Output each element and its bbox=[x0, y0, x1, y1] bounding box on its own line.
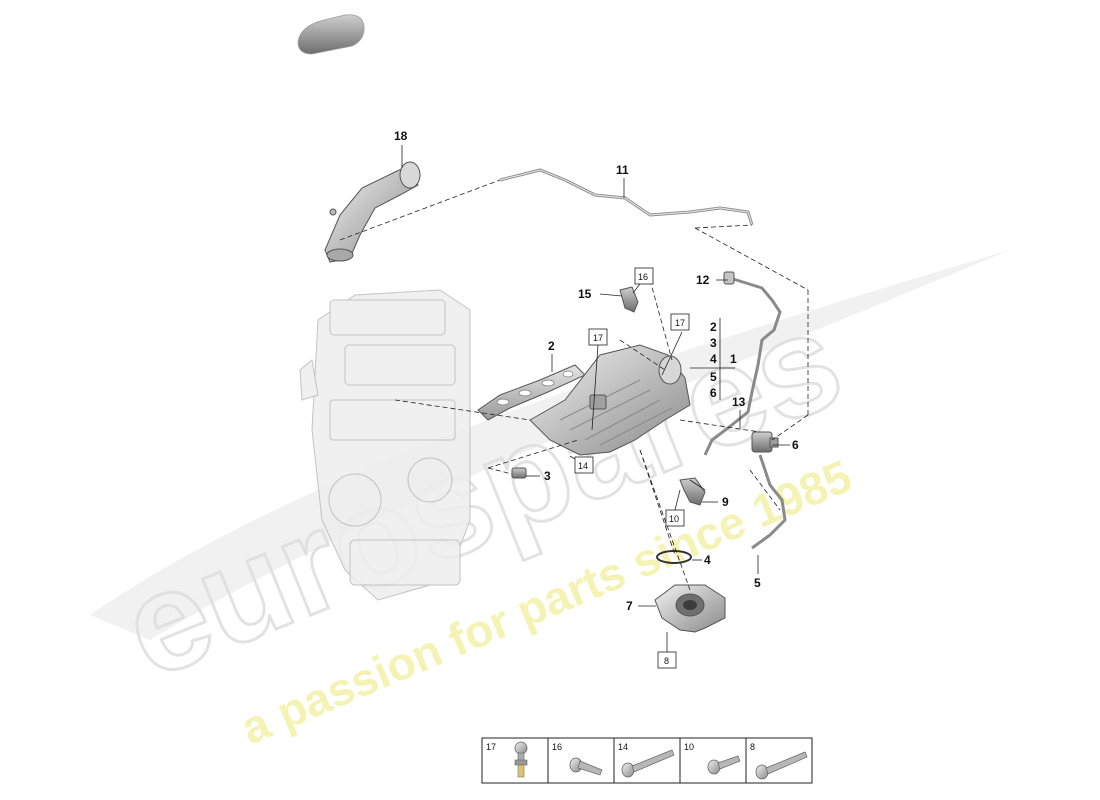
small-sensor-part bbox=[511, 467, 527, 479]
vent-line-part bbox=[499, 168, 754, 226]
callout-15: 15 bbox=[578, 287, 592, 301]
callout-11: 11 bbox=[616, 163, 629, 177]
svg-text:17: 17 bbox=[675, 318, 685, 328]
legend-label-17: 17 bbox=[486, 742, 496, 752]
boxed-ref-16: 16 bbox=[634, 267, 654, 285]
short-bolt-icon bbox=[569, 757, 603, 776]
boxed-ref-14: 14 bbox=[574, 456, 594, 474]
callout-6-valve: 6 bbox=[792, 438, 799, 452]
callout-3: 3 bbox=[710, 336, 717, 350]
callout-13: 13 bbox=[732, 395, 746, 409]
intake-pipe-part bbox=[324, 161, 421, 263]
legend-label-8: 8 bbox=[750, 742, 755, 752]
lower-hose-part bbox=[751, 454, 787, 550]
callout-2: 2 bbox=[710, 320, 717, 334]
hose-fitting-part bbox=[723, 271, 735, 285]
svg-text:8: 8 bbox=[664, 656, 669, 666]
callout-1: 1 bbox=[730, 352, 737, 366]
callout-6: 6 bbox=[710, 386, 717, 400]
watermark-swoosh bbox=[90, 250, 1010, 640]
callout-5: 5 bbox=[710, 370, 717, 384]
legend-label-14: 14 bbox=[618, 742, 628, 752]
callout-7: 7 bbox=[626, 599, 633, 613]
short-screw-icon bbox=[707, 755, 741, 775]
legend-label-16: 16 bbox=[552, 742, 562, 752]
callout-18: 18 bbox=[394, 129, 408, 143]
svg-text:10: 10 bbox=[669, 514, 679, 524]
svg-text:17: 17 bbox=[593, 333, 603, 343]
ball-stud-icon bbox=[514, 741, 528, 778]
svg-text:14: 14 bbox=[578, 461, 588, 471]
boxed-ref-17-left: 17 bbox=[588, 328, 608, 346]
callout-12: 12 bbox=[696, 273, 710, 287]
car-silhouette-icon bbox=[297, 14, 365, 55]
boxed-ref-8: 8 bbox=[657, 651, 677, 669]
valve-part bbox=[751, 431, 779, 453]
callout-4: 4 bbox=[710, 352, 717, 366]
legend-label-10: 10 bbox=[684, 742, 694, 752]
sensor-part bbox=[679, 477, 706, 506]
watermark: eurospares a passion for parts since 198… bbox=[90, 250, 1010, 754]
vacuum-hose-part bbox=[703, 276, 782, 456]
callout-9: 9 bbox=[722, 495, 729, 509]
callout-4-oring: 4 bbox=[704, 553, 711, 567]
throttle-body-part bbox=[654, 584, 726, 633]
pressure-sensor-part bbox=[619, 286, 639, 313]
boxed-ref-10: 10 bbox=[665, 509, 685, 527]
leader-lines bbox=[401, 145, 790, 652]
engine-block-ghost bbox=[299, 289, 471, 601]
dashed-leaders bbox=[339, 179, 809, 591]
fastener-legend: 17 16 14 10 8 bbox=[481, 737, 813, 784]
callout-2-gasket: 2 bbox=[548, 339, 555, 353]
boxed-ref-17-right: 17 bbox=[670, 313, 690, 331]
callout-5-hose: 5 bbox=[754, 576, 761, 590]
long-screw-icon bbox=[755, 751, 808, 780]
long-bolt-icon bbox=[621, 749, 675, 778]
callout-3-sensor: 3 bbox=[544, 469, 551, 483]
svg-text:16: 16 bbox=[638, 272, 648, 282]
